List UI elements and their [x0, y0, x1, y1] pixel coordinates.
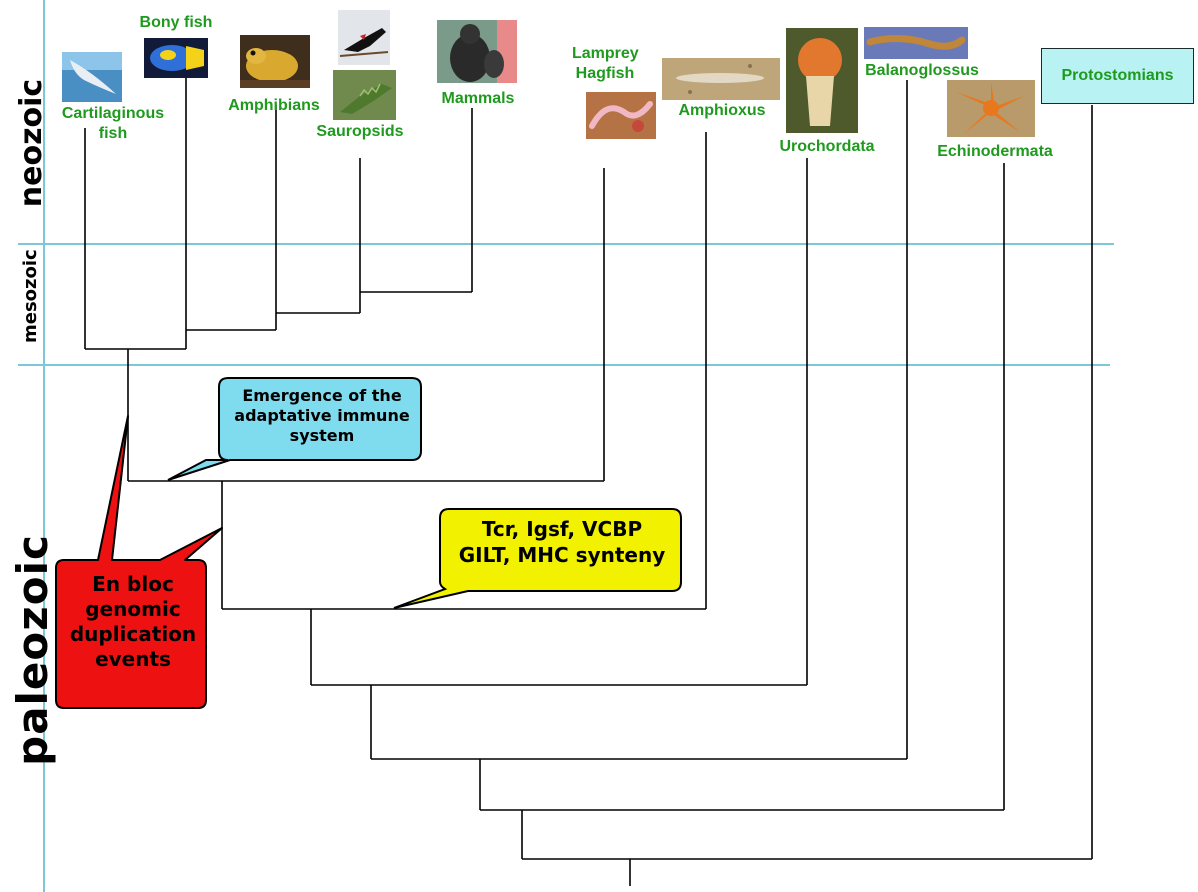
duplication-callout-shape: [55, 415, 223, 709]
sea-squirt-photo: [786, 28, 858, 133]
taxon-label-amphibians: Amphibians: [228, 97, 320, 114]
taxon-label-amphioxus: Amphioxus: [678, 102, 766, 119]
taxon-label-protostomians: Protostomians: [1061, 67, 1174, 84]
toad-photo: [240, 35, 310, 88]
tcr-callout-line-2: GILT, MHC synteny: [458, 543, 666, 567]
iguana-photo: [333, 70, 396, 120]
tcr-callout-text: Tcr, Igsf, VCBP GILT, MHC synteny: [446, 516, 678, 568]
era-label-neozoic: neozoic: [14, 78, 49, 208]
gorilla-photo: [437, 20, 517, 83]
immune-callout-text: Emergence of the adaptative immune syste…: [234, 386, 410, 445]
taxon-label-bony-fish: Bony fish: [139, 14, 213, 31]
taxon-label-sauropsids: Sauropsids: [316, 123, 404, 140]
taxon-label-cartilaginous-fish: Cartilaginous fish: [61, 105, 165, 142]
taxon-label-urochordata: Urochordata: [779, 138, 875, 155]
manta-ray-photo: [62, 52, 122, 102]
era-boundaries: [18, 0, 1114, 892]
tcr-callout-shape: [393, 508, 682, 609]
acorn-worm-photo: [864, 27, 968, 59]
tree-branches: [84, 75, 1093, 886]
blackbird-photo: [338, 10, 390, 65]
sea-star-photo: [947, 80, 1035, 137]
taxon-label-balanoglossus: Balanoglossus: [865, 62, 979, 79]
taxon-label-echinodermata: Echinodermata: [937, 143, 1053, 160]
taxon-label-lamprey-hagfish: Lamprey Hagfish: [572, 45, 639, 82]
angelfish-photo: [144, 38, 208, 78]
lamprey-photo: [586, 92, 656, 139]
immune-callout-shape: [167, 377, 422, 481]
era-label-mesozoic: mesozoic: [20, 249, 41, 343]
tcr-callout-line-1: Tcr, Igsf, VCBP: [481, 517, 643, 541]
protostomians-box: [1041, 48, 1194, 104]
era-label-paleozoic: paleozoic: [8, 534, 57, 766]
duplication-callout-text: En bloc genomic duplication events: [69, 572, 197, 671]
taxon-label-mammals: Mammals: [441, 90, 515, 107]
lancelet-photo: [662, 58, 780, 100]
